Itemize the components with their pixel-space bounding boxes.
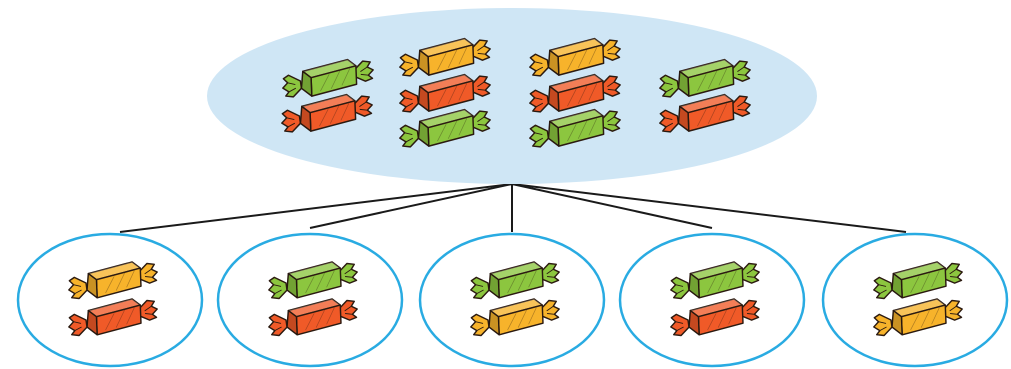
small-group-5 (823, 234, 1007, 366)
small-group-ellipse (18, 234, 202, 366)
small-group-1 (18, 234, 202, 366)
small-group-ellipse (218, 234, 402, 366)
small-groups-layer (18, 234, 1007, 366)
small-group-ellipse (420, 234, 604, 366)
small-group-ellipse (620, 234, 804, 366)
small-group-3 (420, 234, 604, 366)
small-group-ellipse (823, 234, 1007, 366)
connector-line (120, 184, 512, 232)
connector-lines (120, 184, 906, 232)
connector-line (512, 184, 906, 232)
connector-line (512, 184, 712, 228)
small-group-2 (218, 234, 402, 366)
small-group-4 (620, 234, 804, 366)
top-group-layer (207, 8, 817, 184)
